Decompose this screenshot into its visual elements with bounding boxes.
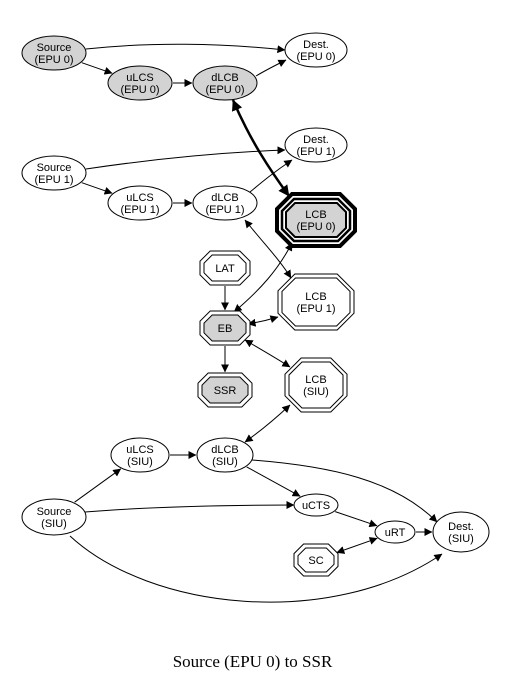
node-lat: LAT — [199, 250, 251, 286]
event-flow-diagram: Source(EPU 0)uLCS(EPU 0)dLCB(EPU 0)Dest.… — [21, 32, 490, 603]
edge-src-epu1-to-dest-epu1 — [85, 146, 286, 170]
edge-src-epu0-to-ulcs-epu0 — [81, 62, 113, 75]
node-eb: EB — [199, 310, 251, 346]
node-label-src-epu0-2: (EPU 0) — [34, 54, 73, 66]
node-dlcb-siu: dLCB(SIU) — [196, 437, 254, 473]
edge-src-siu-to-ulcs-siu — [74, 468, 122, 503]
node-src-epu1: Source(EPU 1) — [21, 155, 87, 191]
node-urt: uRT — [374, 520, 416, 544]
edge-sc-to-urt — [336, 537, 378, 554]
node-label-src-siu-2: (SIU) — [41, 518, 67, 530]
node-label-dest-siu-1: Dest. — [448, 521, 474, 533]
edge-dlcb-epu0-to-lcb-epu0 — [231, 99, 291, 197]
node-src-siu: Source(SIU) — [21, 498, 87, 536]
node-src-epu0: Source(EPU 0) — [21, 35, 87, 71]
node-label-ucts-1: uCTS — [302, 500, 330, 512]
edge-ucts-to-urt — [335, 511, 378, 528]
node-dest-epu0: Dest.(EPU 0) — [284, 32, 348, 68]
node-ucts: uCTS — [293, 493, 339, 517]
node-label-ulcs-siu-1: uLCS — [126, 444, 154, 456]
node-label-dest-epu0-1: Dest. — [303, 39, 329, 51]
node-label-dest-epu1-2: (EPU 1) — [296, 146, 335, 158]
node-label-lcb-epu0-1: LCB — [305, 209, 326, 221]
node-lcb-epu1: LCB(EPU 1) — [277, 273, 355, 331]
edge-dlcb-epu0-to-dest-epu0 — [255, 59, 287, 77]
node-sc: SC — [293, 543, 339, 577]
edge-src-epu0-to-dest-epu0 — [85, 43, 286, 54]
node-label-ulcs-epu1-2: (EPU 1) — [120, 204, 159, 216]
edge-dlcb-siu-to-dest-siu — [251, 459, 438, 523]
node-dest-epu1: Dest.(EPU 1) — [284, 127, 348, 163]
node-label-src-epu1-1: Source — [37, 162, 72, 174]
node-label-lcb-epu0-2: (EPU 0) — [296, 221, 335, 233]
node-label-lcb-siu-2: (SIU) — [303, 386, 329, 398]
diagram-caption: Source (EPU 0) to SSR — [172, 652, 333, 671]
node-label-dlcb-siu-2: (SIU) — [212, 456, 238, 468]
node-label-src-siu-1: Source — [37, 506, 72, 518]
node-dlcb-epu0: dLCB(EPU 0) — [192, 65, 258, 101]
node-label-dlcb-siu-1: dLCB — [211, 444, 239, 456]
edge-eb-to-lcb-epu1 — [247, 315, 279, 327]
node-label-ulcs-siu-2: (SIU) — [127, 456, 153, 468]
node-label-lcb-siu-1: LCB — [305, 374, 326, 386]
edge-src-siu-to-dest-siu — [69, 535, 443, 603]
node-label-lat-1: LAT — [215, 263, 235, 275]
node-label-dest-siu-2: (SIU) — [448, 533, 474, 545]
node-label-lcb-epu1-1: LCB — [305, 291, 326, 303]
node-ulcs-epu0: uLCS(EPU 0) — [107, 65, 173, 101]
node-dlcb-epu1: dLCB(EPU 1) — [192, 185, 258, 221]
edge-eb-to-lcb-siu — [244, 339, 291, 368]
node-label-sc-1: SC — [308, 555, 323, 567]
node-label-dlcb-epu1-1: dLCB — [211, 192, 239, 204]
edge-dlcb-epu1-to-dest-epu1 — [249, 159, 293, 193]
node-label-dlcb-epu1-2: (EPU 1) — [205, 204, 244, 216]
node-label-src-epu1-2: (EPU 1) — [34, 174, 73, 186]
node-lcb-siu: LCB(SIU) — [284, 357, 348, 413]
node-label-urt-1: uRT — [385, 527, 406, 539]
node-ulcs-epu1: uLCS(EPU 1) — [107, 185, 173, 221]
edge-src-siu-to-ucts — [84, 501, 295, 513]
node-label-lcb-epu1-2: (EPU 1) — [296, 303, 335, 315]
node-label-dest-epu1-1: Dest. — [303, 134, 329, 146]
node-ulcs-siu: uLCS(SIU) — [110, 437, 170, 473]
node-label-dlcb-epu0-2: (EPU 0) — [205, 84, 244, 96]
edge-src-epu1-to-ulcs-epu1 — [81, 182, 113, 195]
node-label-dest-epu0-2: (EPU 0) — [296, 51, 335, 63]
node-lcb-epu0: LCB(EPU 0) — [275, 192, 357, 248]
node-label-ulcs-epu0-2: (EPU 0) — [120, 84, 159, 96]
node-ssr: SSR — [197, 372, 253, 408]
node-label-dlcb-epu0-1: dLCB — [211, 72, 239, 84]
edge-dlcb-siu-to-lcb-siu — [244, 404, 291, 443]
edges-layer — [69, 43, 443, 603]
node-label-src-epu0-1: Source — [37, 42, 72, 54]
node-label-ulcs-epu0-1: uLCS — [126, 72, 154, 84]
edge-dlcb-siu-to-ucts — [246, 466, 301, 497]
node-label-ssr-1: SSR — [214, 385, 237, 397]
node-dest-siu: Dest.(SIU) — [432, 511, 490, 553]
nodes-layer: Source(EPU 0)uLCS(EPU 0)dLCB(EPU 0)Dest.… — [21, 32, 490, 577]
edge-eb-to-lcb-epu0 — [233, 242, 293, 313]
node-label-ulcs-epu1-1: uLCS — [126, 192, 154, 204]
node-label-eb-1: EB — [218, 323, 233, 335]
